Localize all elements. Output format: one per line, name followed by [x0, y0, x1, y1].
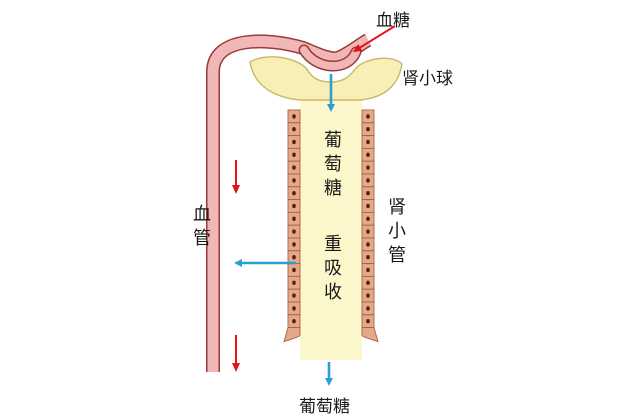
cell-nucleus: [292, 165, 296, 170]
cell-nucleus: [292, 242, 296, 247]
cell-nucleus: [292, 139, 296, 145]
label-reabsorption: 重吸收: [324, 234, 342, 303]
glomerulus-capillary-lumen: [300, 46, 360, 70]
tubule-wall-right: [361, 109, 379, 343]
blood-sugar-arrow: [352, 25, 396, 53]
label-glucose-inside: 葡萄糖: [324, 130, 342, 199]
cell-nucleus: [292, 114, 296, 119]
cell-nucleus: [292, 267, 296, 273]
label-glucose-out: 葡萄糖: [299, 397, 350, 417]
label-blood-sugar: 血糖: [376, 11, 410, 31]
cell-nucleus: [366, 165, 370, 170]
tubule-wall-end: [283, 327, 301, 343]
cell-nucleus: [292, 319, 296, 324]
cell-nucleus: [292, 306, 296, 311]
cell-nucleus: [292, 229, 296, 234]
cell-nucleus: [366, 178, 370, 183]
renal-tubule-lumen: [300, 90, 362, 360]
cell-nucleus: [292, 191, 296, 196]
label-renal-tubule: 肾小管: [388, 197, 406, 266]
cell-nucleus: [366, 267, 370, 273]
cell-nucleus: [366, 306, 370, 311]
label-glomerulus: 肾小球: [402, 69, 453, 89]
cell-nucleus: [366, 242, 370, 247]
cell-nucleus: [366, 139, 370, 145]
cell-nucleus: [292, 255, 296, 260]
cell-nucleus: [292, 127, 296, 132]
cell-nucleus: [292, 178, 296, 183]
cell-nucleus: [366, 127, 370, 132]
cell-nucleus: [292, 152, 296, 157]
cell-nucleus: [366, 152, 370, 157]
cell-nucleus: [366, 280, 370, 285]
cell-nucleus: [366, 319, 370, 324]
label-blood-vessel: 血管: [193, 204, 211, 249]
tubule-wall-left: [283, 109, 301, 343]
cell-nucleus: [366, 293, 370, 298]
glomerulus-capsule: [249, 56, 403, 101]
cell-nucleus: [366, 114, 370, 119]
cell-nucleus: [292, 280, 296, 285]
cell-nucleus: [366, 191, 370, 196]
cell-nucleus: [366, 255, 370, 260]
tubule-wall-end: [361, 327, 379, 343]
cell-nucleus: [366, 203, 370, 209]
cell-nucleus: [292, 216, 296, 221]
cell-nucleus: [292, 293, 296, 298]
cell-nucleus: [366, 229, 370, 234]
cell-nucleus: [292, 203, 296, 209]
cell-nucleus: [366, 216, 370, 221]
